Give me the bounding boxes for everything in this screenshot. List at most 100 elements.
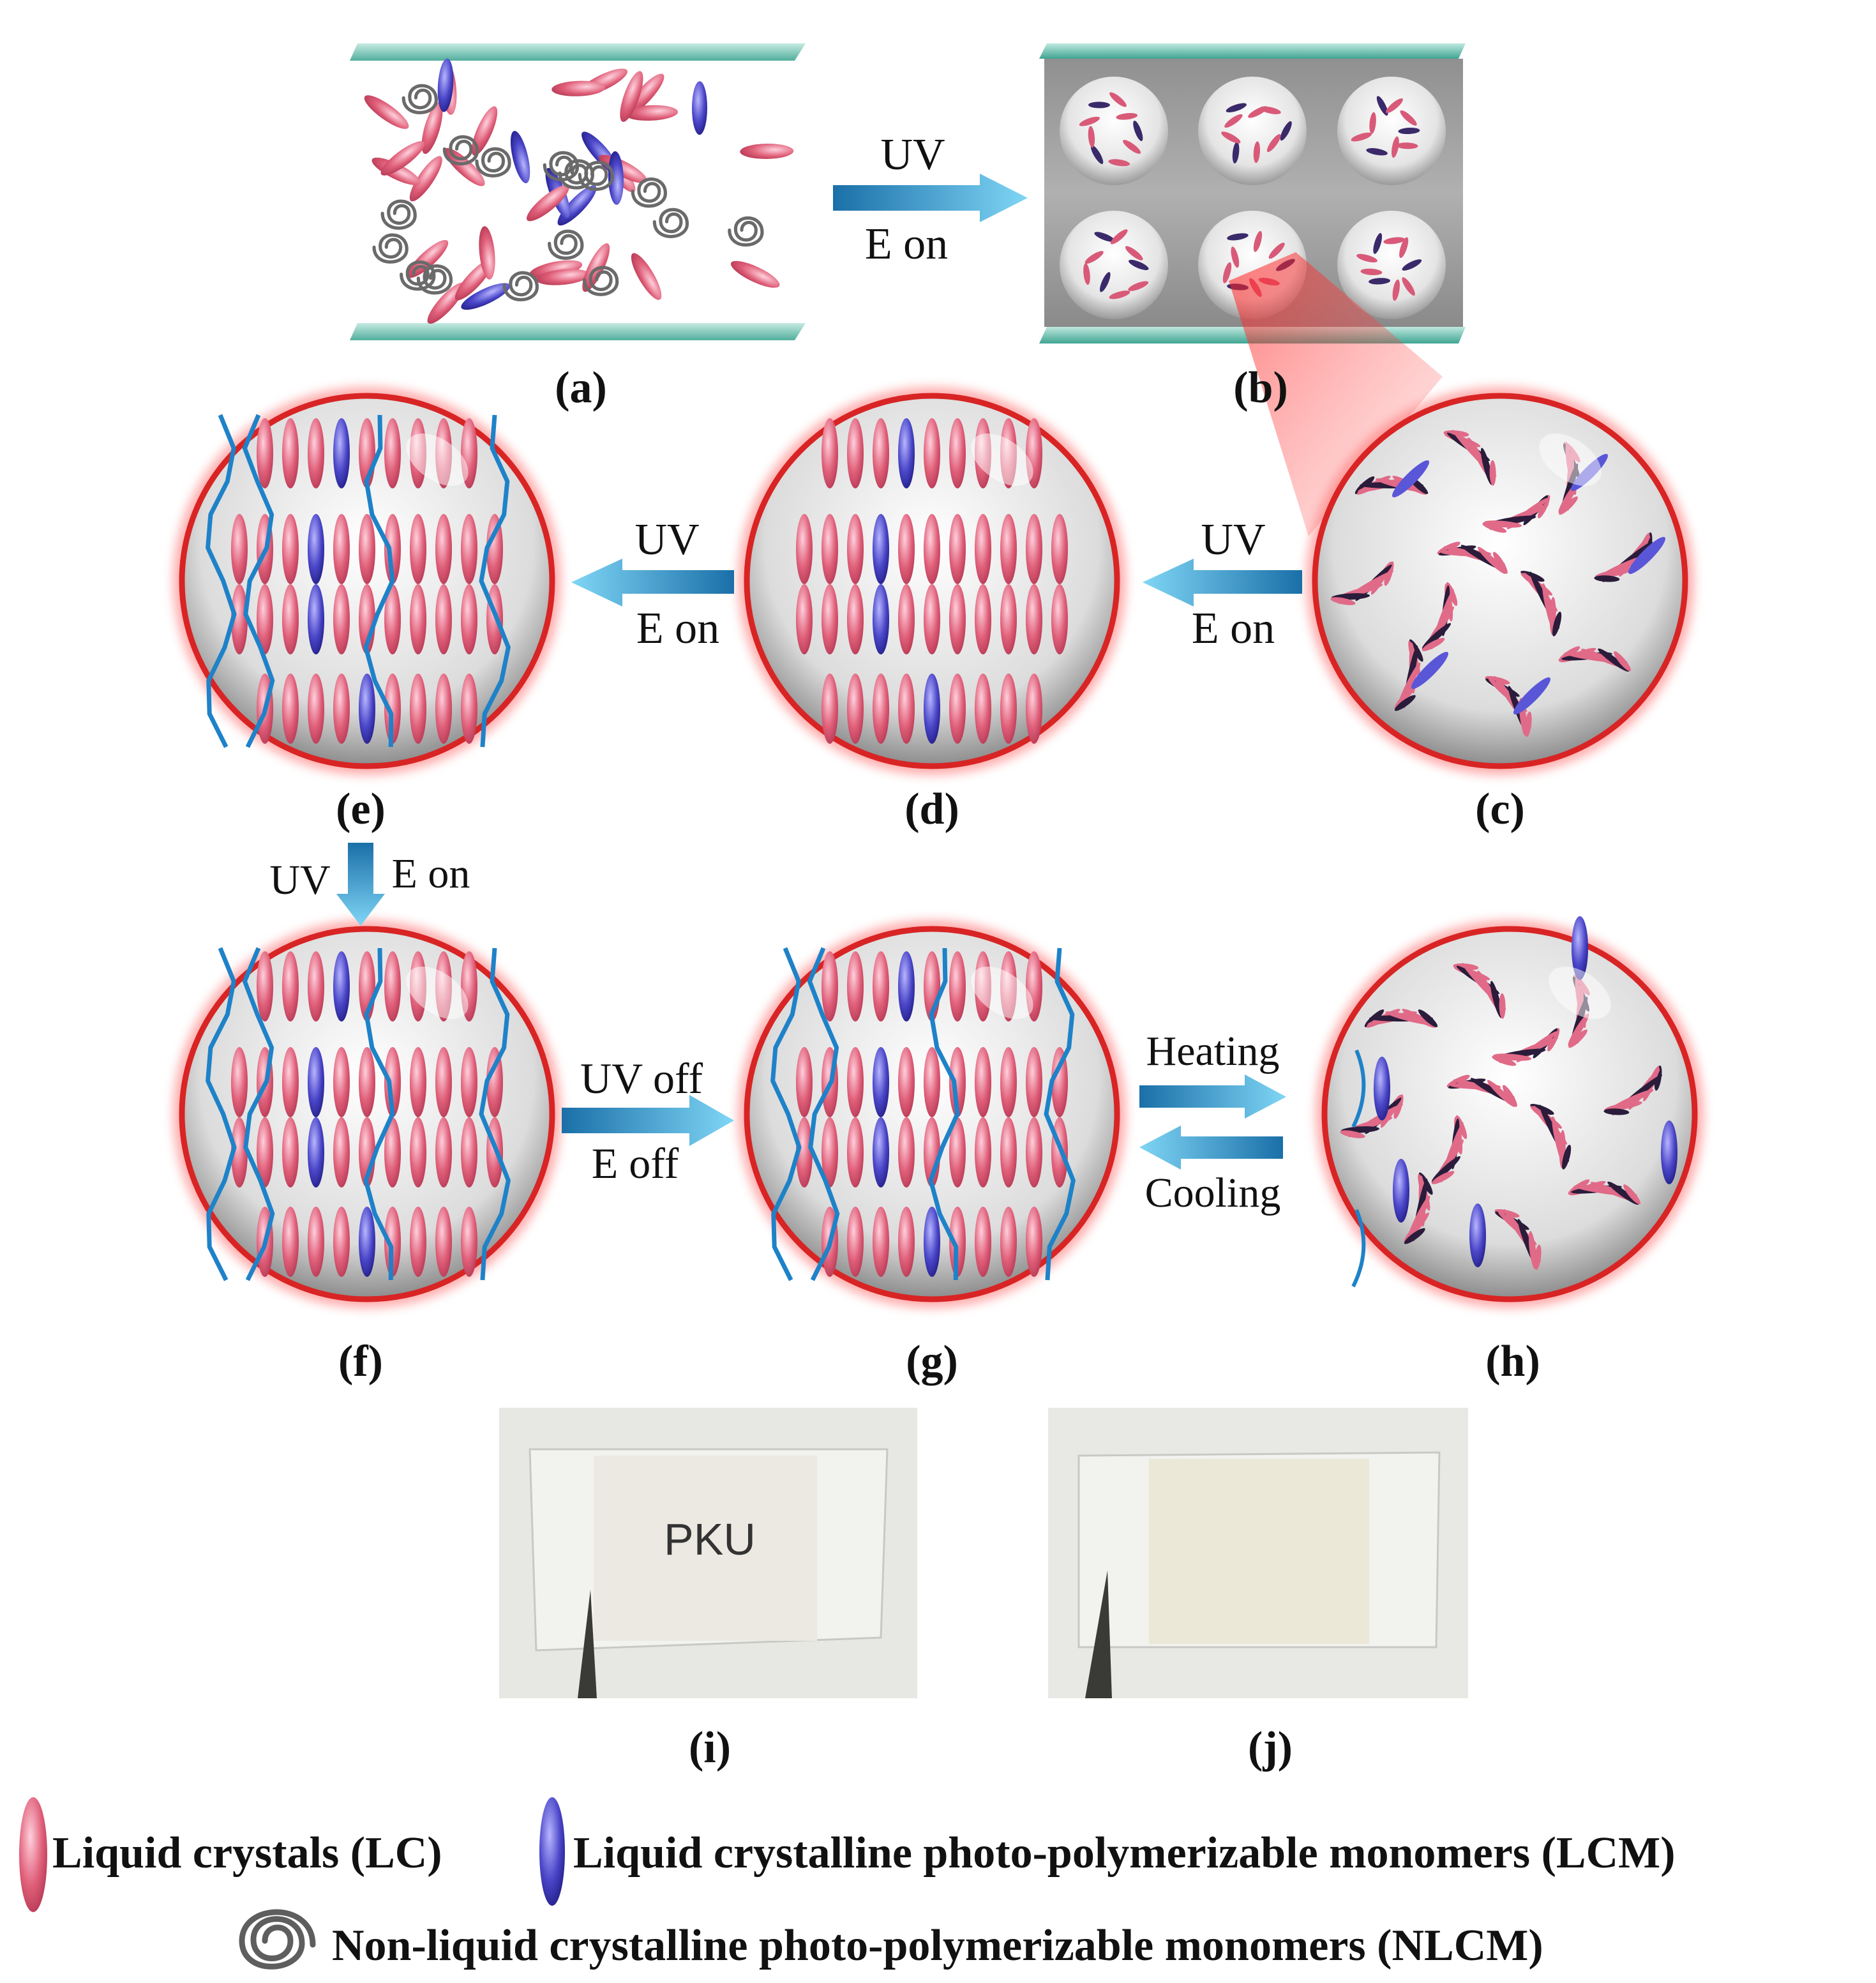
lc-molecule [1402, 259, 1422, 271]
sphere-f [173, 920, 561, 1308]
lcm-molecule [308, 514, 324, 584]
lc-molecule [461, 1207, 477, 1277]
lc-molecule [873, 1207, 889, 1277]
lc-molecule [333, 584, 350, 654]
lcm-molecule [1411, 652, 1448, 689]
lc-molecule [461, 1047, 477, 1117]
arrow-f-to-g: UV off E off [562, 1054, 734, 1188]
lc-molecule [1376, 96, 1388, 116]
lc-molecule [1026, 674, 1042, 744]
arrow-cooling-label: Cooling [1145, 1170, 1281, 1216]
lc-molecule [308, 951, 324, 1022]
lc-molecule [486, 1047, 503, 1117]
lcm-molecule [333, 418, 350, 488]
polymer-network-strand [1044, 947, 1076, 1281]
arrow-c-to-d-top: UV [1201, 515, 1265, 564]
lc-molecule [1253, 230, 1263, 252]
lc-molecule [1392, 279, 1400, 301]
lc-molecule [1051, 1047, 1068, 1117]
lc-molecule [847, 514, 864, 584]
polymer-network-strand [206, 414, 237, 748]
lcm-molecule [461, 283, 511, 310]
lc-molecule [282, 584, 299, 654]
lc-molecule [1026, 584, 1042, 654]
lcm-molecule [873, 1117, 889, 1188]
lc-molecule [384, 674, 401, 744]
arrow-heating-label: Heating [1146, 1028, 1280, 1074]
lc-molecule [435, 674, 452, 744]
lc-molecule [410, 584, 426, 654]
arrow-a-to-b-bottom: E on [865, 220, 948, 269]
lc-molecule [1404, 1228, 1425, 1244]
lc-molecule [1330, 597, 1356, 605]
lc-molecule [949, 951, 966, 1022]
lc-molecule [949, 1207, 966, 1277]
lc-molecule [873, 418, 889, 488]
polymer-network-strand [242, 947, 275, 1281]
lc-molecule [479, 226, 495, 280]
lc-molecule [384, 418, 401, 488]
arrow-a-to-b-top: UV [880, 130, 945, 179]
lc-molecule [1614, 651, 1632, 672]
polymer-network-strand [242, 414, 275, 748]
lc-molecule [1268, 243, 1285, 259]
lc-molecule [1369, 112, 1376, 134]
arrow-d-to-e: UV E on [571, 515, 734, 653]
nlcm-spiral [728, 216, 764, 247]
lc-molecule [359, 514, 375, 584]
lc-molecule [796, 1047, 813, 1117]
nlcm-spiral [543, 151, 580, 181]
nlcm-spiral [548, 229, 584, 260]
lc-molecule [1562, 1145, 1572, 1170]
lc-molecule [1623, 1184, 1641, 1205]
lcm-molecule [1628, 537, 1665, 574]
lc-molecule [1094, 232, 1115, 242]
label-i: (i) [689, 1723, 731, 1772]
lcm-molecule [1661, 1120, 1677, 1184]
lc-molecule [1026, 1117, 1042, 1188]
lc-molecule [1231, 246, 1240, 268]
photo-j [1048, 1408, 1468, 1698]
lc-molecule [1534, 1244, 1542, 1270]
lcm-molecule [873, 1047, 889, 1117]
lc-molecule [1088, 126, 1095, 148]
lc-molecule [1026, 514, 1042, 584]
arrow-d-to-e-top: UV [634, 515, 699, 564]
lc-molecule [1392, 136, 1399, 158]
lc-molecule [410, 514, 426, 584]
lc-molecule [461, 514, 477, 584]
lc-molecule [529, 260, 583, 279]
lc-molecule [1026, 1207, 1042, 1277]
lc-molecule [1099, 272, 1111, 292]
lc-molecule [1000, 584, 1017, 654]
lc-molecule [1478, 547, 1506, 574]
lc-molecule [1266, 134, 1281, 153]
lc-molecule [308, 674, 324, 744]
lc-molecule [1222, 262, 1232, 283]
lc-molecule [796, 584, 813, 654]
lc-molecule [631, 253, 662, 300]
lc-molecule [1051, 514, 1068, 584]
lc-molecule [1402, 277, 1415, 296]
photo-text-pku: PKU [664, 1514, 756, 1564]
nlcm-spiral [416, 264, 453, 295]
lc-molecule [333, 1117, 350, 1188]
lc-molecule [308, 1207, 324, 1277]
lc-molecule [975, 1207, 991, 1277]
droplet [1060, 211, 1168, 319]
lc-molecule [822, 1117, 838, 1188]
lc-molecule [421, 102, 443, 155]
lc-molecule [1369, 278, 1390, 285]
lc-molecule [1083, 263, 1090, 285]
lc-molecule [1398, 127, 1420, 135]
lc-molecule [924, 584, 940, 654]
lcm-molecule [437, 58, 454, 112]
lc-molecule [1360, 268, 1383, 276]
lc-molecule [1399, 237, 1409, 259]
lc-molecule [435, 514, 452, 584]
lc-molecule [231, 1047, 248, 1117]
lc-molecule [1280, 121, 1292, 141]
lc-molecule [384, 514, 401, 584]
lcm-molecule [691, 81, 708, 135]
